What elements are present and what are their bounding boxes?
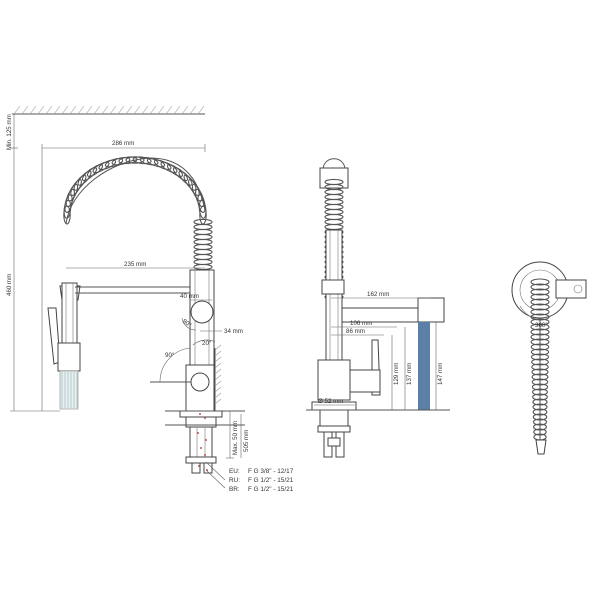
d34-label: 34 mm xyxy=(224,328,243,335)
max50-label: Max. 50 mm xyxy=(232,421,239,455)
conn-br-spec: F G 1/2" - 15/21 xyxy=(248,486,294,493)
total-height-dimension: 460 mm xyxy=(6,148,60,412)
conn-eu-region: EU: xyxy=(229,468,240,475)
d106-dimension: 106 mm xyxy=(331,320,397,328)
swivel-label: 360° xyxy=(535,322,548,329)
swivel-annotation: 360° xyxy=(519,305,548,329)
top-view-faucet xyxy=(511,261,587,455)
min-clearance-label: Min. 125 mm xyxy=(6,114,13,150)
angle80-label: 80° xyxy=(181,318,193,329)
min-clearance-dimension: Min. 125 mm xyxy=(6,114,18,150)
conn-ru-spec: F G 1/2" - 15/21 xyxy=(248,477,294,484)
d129-label: 129 mm xyxy=(393,363,400,385)
connection-specs: EU: F G 3/8" - 12/17 RU: F G 1/2" - 15/2… xyxy=(229,468,294,493)
d137-label: 137 mm xyxy=(406,363,413,385)
d34-dimension: 34 mm xyxy=(200,328,243,335)
angle20-annotation: 20° xyxy=(192,339,216,347)
conn-ru-region: RU: xyxy=(229,477,240,484)
reach-top-dimension: 286 mm xyxy=(41,140,206,411)
d505-label: 505 mm xyxy=(243,430,250,452)
ceiling-hatch xyxy=(12,105,205,115)
mount-dimensions: Max. 50 mm 505 mm xyxy=(226,410,250,459)
d162-label: 162 mm xyxy=(367,291,389,298)
highlight-bar xyxy=(418,322,430,410)
reach-top-label: 286 mm xyxy=(112,140,134,147)
angle80-annotation: 80° xyxy=(181,318,197,331)
base-diameter-label: Ø 52 mm xyxy=(318,398,343,405)
angle20-label: 20° xyxy=(202,340,212,347)
d40-label: 40 mm xyxy=(180,293,199,300)
d86-dimension: 86 mm xyxy=(331,328,384,336)
d106-label: 106 mm xyxy=(350,320,372,327)
conn-br-region: BR: xyxy=(229,486,240,493)
d162-dimension: 162 mm xyxy=(331,291,430,299)
conn-eu-spec: F G 3/8" - 12/17 xyxy=(248,468,294,475)
reach-hose-dimension: 235 mm xyxy=(66,261,205,269)
base-diameter-dimension: Ø 52 mm xyxy=(314,398,355,406)
d147-label: 147 mm xyxy=(437,363,444,385)
d40-dimension: 40 mm xyxy=(180,293,212,301)
front-view-faucet xyxy=(47,156,223,474)
worktop-hatch xyxy=(165,344,245,426)
total-height-label: 460 mm xyxy=(6,274,13,296)
angle90-annotation: 90° xyxy=(159,347,191,383)
side-view-faucet xyxy=(311,158,445,458)
d86-label: 86 mm xyxy=(346,328,365,335)
vertical-side-dimensions: 129 mm 137 mm 147 mm xyxy=(391,322,444,410)
angle90-label: 90° xyxy=(165,352,175,359)
reach-hose-label: 235 mm xyxy=(124,261,146,268)
connection-leaders xyxy=(205,461,226,489)
